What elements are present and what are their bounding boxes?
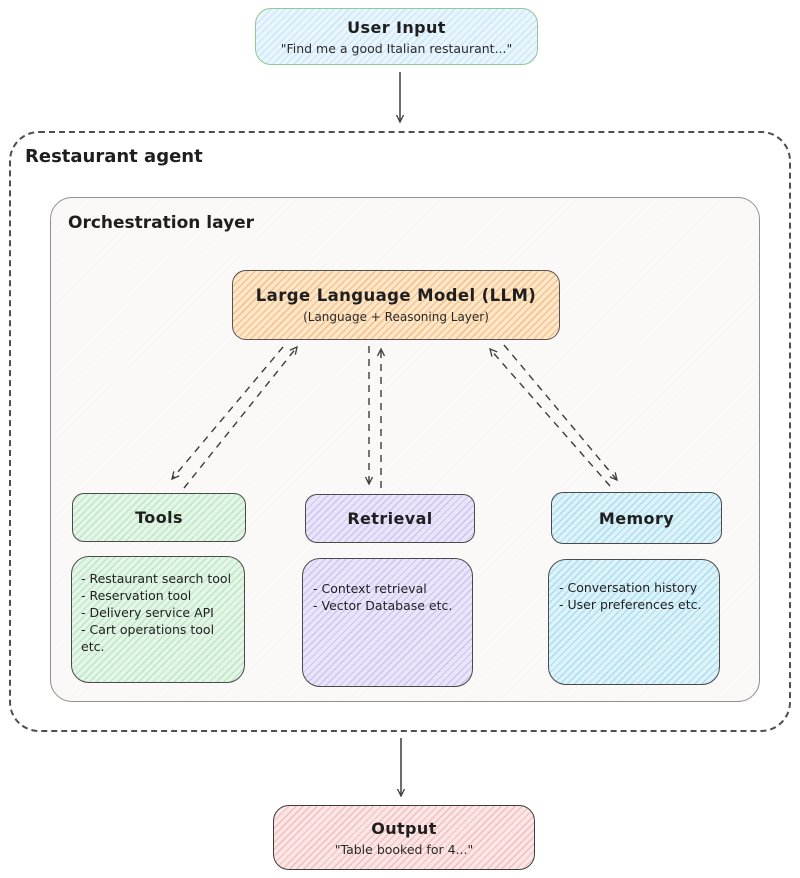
tools-item: - Delivery service API xyxy=(81,605,214,620)
output-box: Output "Table booked for 4..." xyxy=(273,805,535,870)
memory-title: Memory xyxy=(598,508,675,528)
user-input-title: User Input xyxy=(347,17,446,37)
restaurant-agent-label: Restaurant agent xyxy=(25,146,203,167)
orchestration-layer-label: Orchestration layer xyxy=(68,213,255,233)
retrieval-title: Retrieval xyxy=(347,509,433,528)
output-title: Output xyxy=(371,818,437,838)
output-quote: "Table booked for 4..." xyxy=(334,841,474,857)
llm-subtitle: (Language + Reasoning Layer) xyxy=(303,310,489,324)
restaurant-agent-container xyxy=(9,131,791,732)
retrieval-detail-box: - Context retrieval - Vector Database et… xyxy=(302,558,473,687)
user-input-box: User Input "Find me a good Italian resta… xyxy=(255,8,538,65)
memory-item: - Conversation history xyxy=(559,580,698,595)
memory-title-box: Memory xyxy=(551,492,722,544)
user-input-quote: "Find me a good Italian restaurant..." xyxy=(280,40,513,56)
memory-item: - User preferences etc. xyxy=(559,597,702,612)
llm-title: Large Language Model (LLM) xyxy=(255,286,537,305)
tools-item: etc. xyxy=(81,639,105,654)
retrieval-item: - Context retrieval xyxy=(313,581,427,596)
tools-item: - Restaurant search tool xyxy=(81,571,232,586)
tools-title: Tools xyxy=(135,508,183,527)
tools-title-box: Tools xyxy=(72,493,246,542)
retrieval-title-box: Retrieval xyxy=(305,494,475,543)
tools-item: - Reservation tool xyxy=(81,588,192,603)
memory-detail-box: - Conversation history - User preference… xyxy=(548,559,720,685)
tools-item: - Cart operations tool xyxy=(81,622,215,637)
llm-box: Large Language Model (LLM) (Language + R… xyxy=(232,270,560,340)
retrieval-item: - Vector Database etc. xyxy=(313,598,453,613)
tools-detail-box: - Restaurant search tool - Reservation t… xyxy=(71,556,245,683)
